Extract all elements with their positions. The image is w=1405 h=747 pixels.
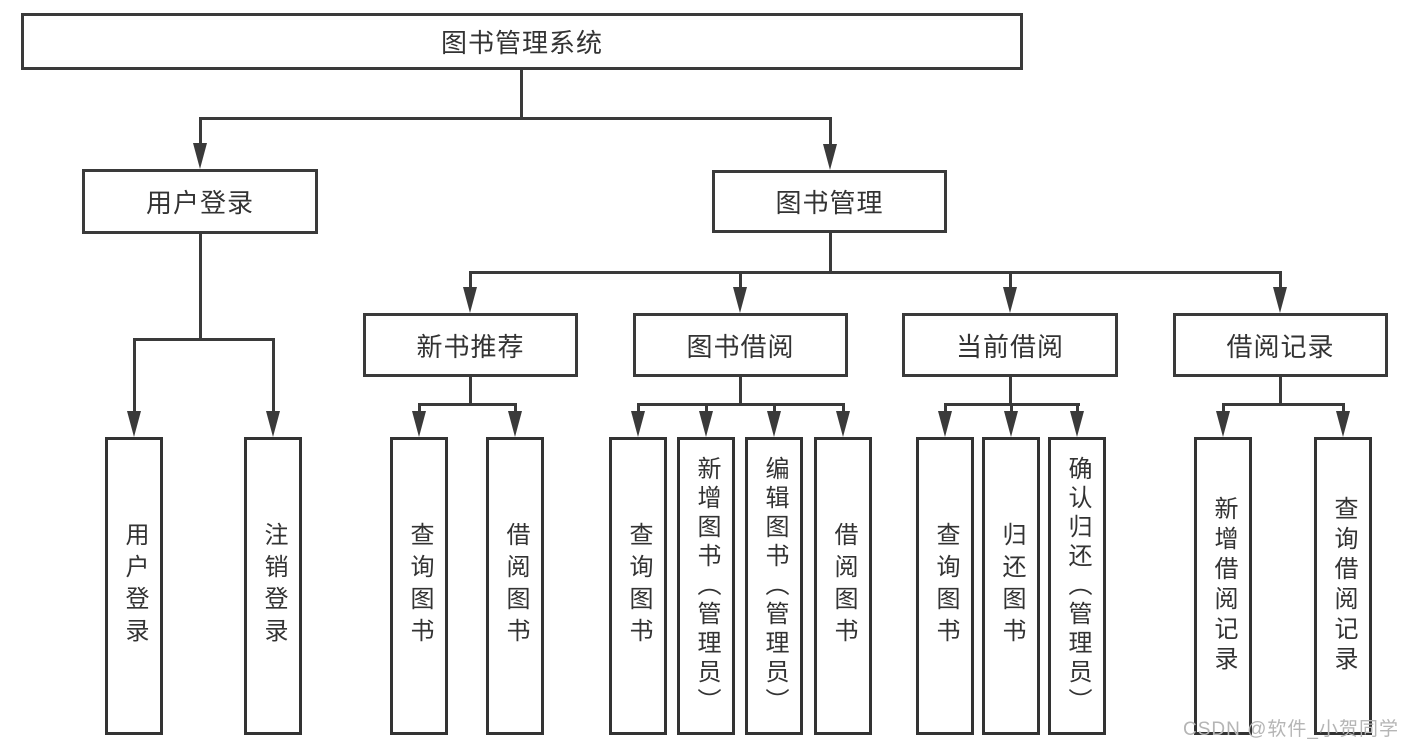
leaf-current-query: 查询图书: [916, 437, 974, 735]
connector-user-login-split: [133, 338, 274, 341]
node-current-borrow-branch-label: 当前借阅: [955, 331, 1064, 362]
connector-borrow-record-stem: [1279, 377, 1282, 406]
leaf-current-return: 归还图书: [982, 437, 1040, 735]
arrow-down-icon: [127, 411, 141, 437]
arrow-down-icon: [412, 411, 426, 437]
leaf-record-add-label: 新增借阅记录: [1210, 496, 1237, 676]
leaf-borrow-edit-label: 编辑图书（管理员）: [761, 455, 788, 717]
connector-to-leaf: [514, 403, 517, 417]
connector-to-branch: [739, 271, 742, 291]
leaf-current-return-label: 归还图书: [998, 522, 1025, 650]
connector-to-branch: [469, 271, 472, 291]
leaf-borrow-borrow-label: 借阅图书: [830, 522, 857, 650]
arrow-down-icon: [767, 411, 781, 437]
leaf-record-query-label: 查询借阅记录: [1330, 496, 1357, 676]
connector-to-branch: [1009, 271, 1012, 291]
arrow-down-icon: [836, 411, 850, 437]
node-new-book-branch-label: 新书推荐: [416, 331, 525, 362]
connector-to-leaf: [1076, 403, 1079, 417]
watermark: CSDN @软件_小贺同学: [1183, 719, 1399, 740]
connector-to-leaf: [1010, 403, 1013, 417]
node-borrow-record-branch: 借阅记录: [1173, 313, 1388, 377]
leaf-borrow-add-label: 新增图书（管理员）: [693, 455, 720, 717]
leaf-borrow-query-label: 查询图书: [625, 522, 652, 650]
leaf-borrow-edit: 编辑图书（管理员）: [745, 437, 803, 735]
arrow-down-icon: [1273, 287, 1287, 313]
node-current-borrow-branch: 当前借阅: [902, 313, 1118, 377]
leaf-current-query-label: 查询图书: [932, 522, 959, 650]
connector-book-mgmt-split: [469, 271, 1282, 274]
node-root-label: 图书管理系统: [440, 28, 603, 58]
connector-to-leaf: [1222, 403, 1225, 417]
node-book-borrow-branch: 图书借阅: [633, 313, 848, 377]
leaf-newbook-borrow-label: 借阅图书: [502, 522, 529, 650]
arrow-down-icon: [508, 411, 522, 437]
connector-to-leaf: [705, 403, 708, 417]
connector-to-leaf: [133, 338, 136, 414]
leaf-record-query: 查询借阅记录: [1314, 437, 1372, 735]
arrow-down-icon: [1070, 411, 1084, 437]
connector-to-leaf: [1342, 403, 1345, 417]
connector-to-user-login: [199, 117, 202, 147]
leaf-current-confirm: 确认归还（管理员）: [1048, 437, 1106, 735]
arrow-down-icon: [1336, 411, 1350, 437]
node-borrow-record-branch-label: 借阅记录: [1226, 331, 1335, 362]
arrow-down-icon: [463, 287, 477, 313]
connector-to-leaf: [773, 403, 776, 417]
arrow-down-icon: [699, 411, 713, 437]
connector-borrow-record-split: [1222, 403, 1344, 406]
node-user-login-branch: 用户登录: [82, 169, 318, 234]
arrow-down-icon: [1003, 287, 1017, 313]
connector-root-split: [199, 117, 832, 120]
arrow-down-icon: [1216, 411, 1230, 437]
arrow-down-icon: [631, 411, 645, 437]
leaf-user-login: 用户登录: [105, 437, 163, 735]
connector-new-book-split: [418, 403, 517, 406]
node-user-login-branch-label: 用户登录: [145, 188, 254, 218]
leaf-newbook-borrow: 借阅图书: [486, 437, 544, 735]
node-book-mgmt-branch: 图书管理: [712, 170, 947, 233]
leaf-borrow-query: 查询图书: [609, 437, 667, 735]
arrow-down-icon: [1004, 411, 1018, 437]
connector-book-borrow-stem: [739, 377, 742, 406]
node-book-borrow-branch-label: 图书借阅: [686, 331, 795, 362]
leaf-newbook-query: 查询图书: [390, 437, 448, 735]
leaf-borrow-add: 新增图书（管理员）: [677, 437, 735, 735]
connector-to-leaf: [418, 403, 421, 417]
leaf-user-login-label: 用户登录: [121, 522, 148, 650]
connector-to-leaf: [637, 403, 640, 417]
arrow-down-icon: [193, 143, 207, 169]
leaf-logout: 注销登录: [244, 437, 302, 735]
node-root: 图书管理系统: [21, 13, 1023, 70]
arrow-down-icon: [938, 411, 952, 437]
leaf-newbook-query-label: 查询图书: [406, 522, 433, 650]
connector-book-borrow-split: [637, 403, 845, 406]
connector-to-leaf: [272, 338, 275, 414]
connector-user-login-stem: [199, 234, 202, 338]
node-new-book-branch: 新书推荐: [363, 313, 578, 377]
connector-book-mgmt-stem: [829, 233, 832, 274]
arrow-down-icon: [266, 411, 280, 437]
node-book-mgmt-branch-label: 图书管理: [775, 188, 884, 218]
connector-root-stem: [520, 70, 523, 118]
arrow-down-icon: [733, 287, 747, 313]
arrow-down-icon: [823, 144, 837, 170]
connector-to-branch: [1279, 271, 1282, 291]
leaf-logout-label: 注销登录: [260, 522, 287, 650]
connector-to-leaf: [842, 403, 845, 417]
leaf-borrow-borrow: 借阅图书: [814, 437, 872, 735]
connector-to-book-mgmt: [829, 117, 832, 147]
leaf-record-add: 新增借阅记录: [1194, 437, 1252, 735]
connector-to-leaf: [944, 403, 947, 417]
leaf-current-confirm-label: 确认归还（管理员）: [1064, 455, 1091, 717]
connector-new-book-stem: [469, 377, 472, 406]
connector-current-borrow-stem: [1009, 377, 1012, 406]
